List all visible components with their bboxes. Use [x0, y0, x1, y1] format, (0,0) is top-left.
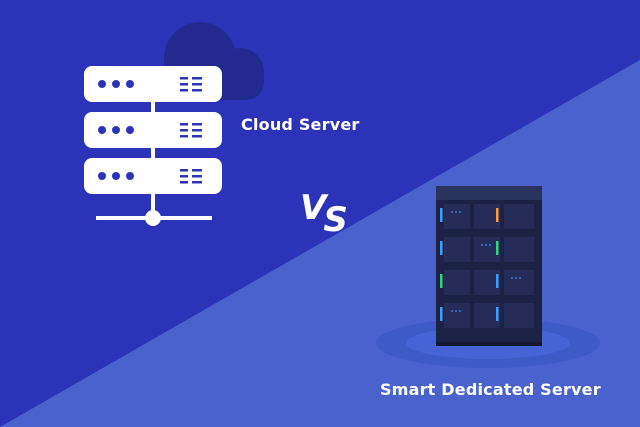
versus-v: V [300, 188, 326, 228]
dedicated-server-rack-icon [376, 186, 600, 368]
cloud-server-stack-icon [84, 66, 222, 226]
rack-top [436, 186, 542, 200]
smart-dedicated-server-label: Smart Dedicated Server [380, 380, 601, 399]
server-unit-3 [84, 158, 222, 194]
cloud-server-label: Cloud Server [241, 115, 360, 134]
server-unit-1 [84, 66, 222, 102]
versus-label: VS [300, 188, 348, 240]
versus-s: S [323, 200, 347, 240]
server-unit-2 [84, 112, 222, 148]
network-node [145, 210, 161, 226]
